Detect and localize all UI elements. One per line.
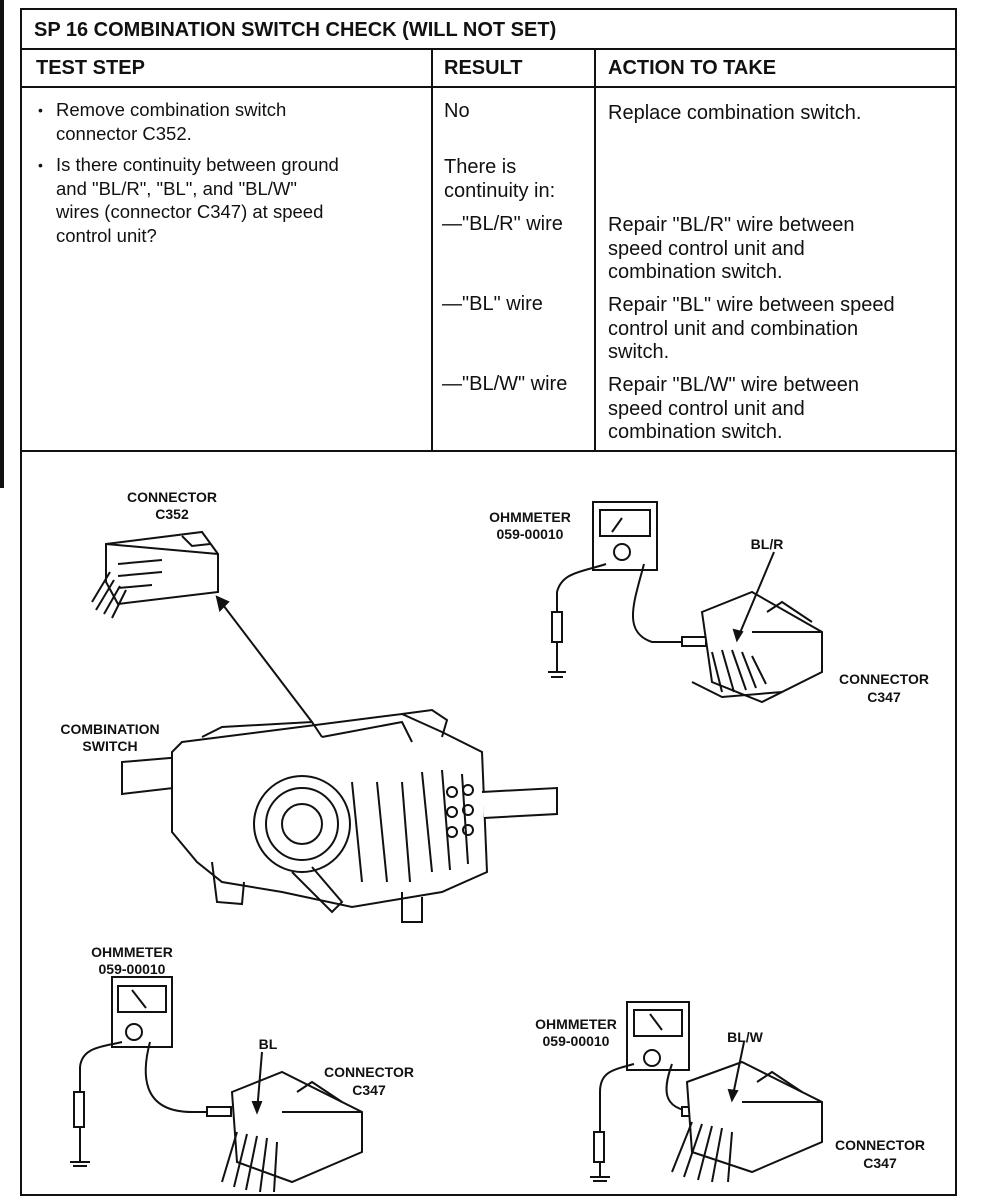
procedure-table: SP 16 COMBINATION SWITCH CHECK (WILL NOT… (20, 8, 957, 1196)
result-no: No (444, 100, 470, 122)
text-line: Remove combination switch (56, 99, 287, 120)
column-divider (431, 50, 433, 452)
header-result: RESULT (432, 50, 595, 88)
header-test-step: TEST STEP (22, 50, 432, 88)
label-connector-id: C352 (155, 506, 189, 522)
text-line: continuity in: (444, 179, 556, 202)
text-line: Is there continuity between ground (56, 154, 339, 175)
label-ohmmeter: OHMMETER (489, 509, 571, 525)
connector-c352-icon (91, 530, 219, 619)
action-repair-bl: Repair "BL" wire between speed control u… (608, 294, 895, 365)
text-line: Repair "BL" wire between speed (608, 294, 895, 316)
label-ohmmeter-part: 059-00010 (99, 961, 166, 977)
result-bl: —"BL" wire (442, 293, 543, 315)
text-line: combination switch. (608, 261, 783, 283)
arrow-line (216, 596, 313, 723)
label-connector-id: C347 (867, 689, 901, 705)
page-edge-bar (0, 0, 4, 488)
connector-c347-left-icon (221, 1051, 363, 1193)
table-bottom-rule (22, 450, 955, 452)
result-blr: —"BL/R" wire (442, 213, 563, 235)
label-combination: COMBINATION (60, 721, 159, 737)
connector-c347-right-icon (671, 1041, 823, 1183)
text-line: There is (444, 156, 517, 178)
text-line: and "BL/R", "BL", and "BL/W" (56, 177, 297, 199)
text-line: combination switch. (608, 421, 783, 443)
ohmmeter-right-icon (590, 1001, 722, 1182)
text-line: connector C352. (56, 122, 192, 144)
text-line: Repair "BL/W" wire between (608, 374, 859, 396)
arrow-head-icon (215, 595, 230, 612)
text-line: control unit and combination (608, 317, 859, 340)
text-line: control unit? (56, 224, 157, 246)
label-ohmmeter: OHMMETER (91, 944, 173, 960)
label-wire-blr: BL/R (751, 536, 784, 552)
label-wire-blw: BL/W (727, 1029, 764, 1045)
action-repair-blr: Repair "BL/R" wire between speed control… (608, 214, 855, 285)
label-ohmmeter-part: 059-00010 (543, 1033, 610, 1049)
label-connector-id: C347 (352, 1082, 386, 1098)
result-blw: —"BL/W" wire (442, 373, 568, 395)
header-action: ACTION TO TAKE (595, 50, 955, 88)
wiring-illustration: CONNECTOR C352 COMBINATION SWITCH OHMMET… (60, 489, 929, 1193)
combination-switch-icon (121, 708, 558, 923)
label-connector: CONNECTOR (324, 1064, 414, 1080)
test-step-text: Is there continuity between ground and "… (56, 153, 339, 247)
label-ohmmeter-part: 059-00010 (497, 526, 564, 542)
label-connector: CONNECTOR (835, 1137, 925, 1153)
label-connector: CONNECTOR (127, 489, 217, 505)
label-connector-id: C347 (863, 1155, 897, 1171)
column-divider (594, 50, 596, 452)
label-switch: SWITCH (82, 738, 137, 754)
connector-c347-top-icon (691, 551, 823, 704)
action-replace: Replace combination switch. (608, 102, 862, 124)
action-repair-blw: Repair "BL/W" wire between speed control… (608, 374, 859, 445)
text-line: speed control unit and (608, 237, 805, 260)
ohmmeter-left-icon (70, 976, 232, 1167)
result-continuity: There is continuity in: (444, 156, 555, 203)
pointer-line (736, 551, 775, 641)
bullet-icon: • (38, 102, 43, 118)
ohmmeter-top-icon (548, 501, 728, 678)
test-step-text: Remove combination switch connector C352… (56, 98, 286, 145)
text-line: wires (connector C347) at speed (56, 201, 324, 222)
text-line: switch. (608, 341, 670, 363)
label-ohmmeter: OHMMETER (535, 1016, 617, 1032)
label-wire-bl: BL (259, 1036, 278, 1052)
text-line: speed control unit and (608, 397, 805, 420)
text-line: Repair "BL/R" wire between (608, 214, 855, 236)
page-title: SP 16 COMBINATION SWITCH CHECK (WILL NOT… (22, 10, 955, 50)
label-connector: CONNECTOR (839, 671, 929, 687)
bullet-icon: • (38, 157, 43, 173)
